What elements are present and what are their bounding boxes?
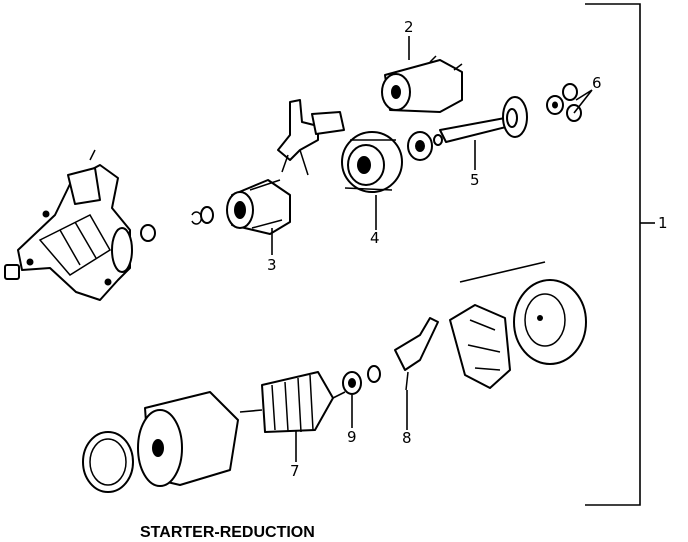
callout-8: 8: [402, 429, 412, 447]
gasket-ring: [82, 431, 134, 493]
callout-6: 6: [592, 74, 602, 92]
leader-lines: [271, 36, 593, 462]
ball-bearings: [546, 83, 582, 122]
end-cover: [513, 279, 587, 365]
callout-9: 9: [347, 428, 357, 446]
callout-4: 4: [370, 229, 380, 247]
diagram-caption: STARTER-REDUCTION: [140, 524, 315, 541]
field-frame: [137, 391, 239, 487]
shift-fork: [277, 99, 345, 176]
armature: [239, 371, 346, 433]
through-bolt: [459, 261, 546, 283]
planetary-gear-set: [341, 131, 403, 193]
callout-3: 3: [267, 256, 277, 274]
callout-7: 7: [290, 462, 300, 480]
callout-1: 1: [658, 214, 668, 232]
assembly-bracket: [585, 3, 655, 506]
callout-5: 5: [470, 171, 480, 189]
output-shaft: [439, 96, 528, 143]
snap-ring: [191, 206, 214, 225]
solenoid: [381, 55, 463, 113]
drive-end-housing: [4, 149, 133, 301]
callout-2: 2: [404, 18, 414, 36]
pinion-gear: [226, 179, 291, 235]
washer: [367, 365, 381, 383]
dust-cover: [140, 224, 156, 242]
brush-plate: [394, 304, 511, 391]
